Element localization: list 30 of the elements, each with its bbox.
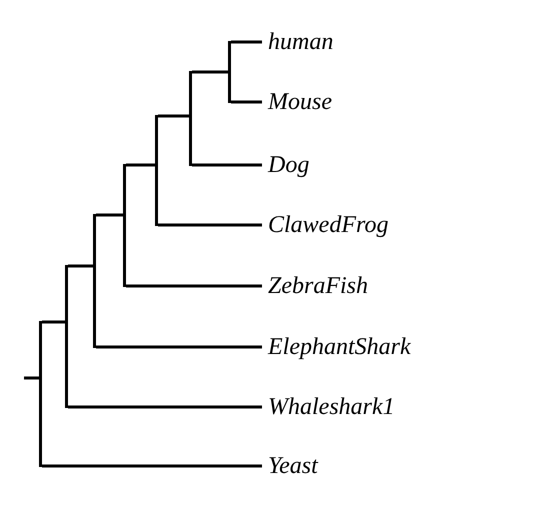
tree-branch [126, 164, 155, 166]
branch-bar [123, 164, 126, 287]
species-label: Dog [268, 150, 310, 180]
species-label: ZebraFish [268, 271, 368, 301]
branch-bar [39, 321, 42, 467]
branch-bar [155, 115, 158, 226]
branch-bar [189, 71, 192, 166]
tree-branch [158, 114, 189, 118]
branch-bar [93, 214, 96, 348]
tree-branch [68, 264, 93, 268]
species-label: Mouse [268, 87, 332, 117]
tree-branch [158, 224, 262, 226]
tree-branch [192, 164, 262, 166]
species-label: human [268, 27, 334, 57]
tree-branch [231, 100, 262, 104]
tree-branch [231, 40, 262, 44]
tree-branch [192, 70, 228, 74]
species-label: Whaleshark1 [268, 392, 395, 422]
species-label: ClawedFrog [268, 210, 388, 240]
branch-bar [65, 265, 68, 408]
tree-branch [24, 376, 39, 380]
tree-branch [68, 406, 262, 408]
tree-branch [96, 214, 123, 216]
tree-branch [126, 284, 262, 288]
species-label: ElephantShark [268, 332, 411, 362]
tree-branch [42, 464, 262, 468]
tree-branch [42, 320, 65, 324]
species-label: Yeast [268, 451, 318, 481]
branch-bar [228, 41, 231, 103]
tree-branch [96, 346, 262, 348]
